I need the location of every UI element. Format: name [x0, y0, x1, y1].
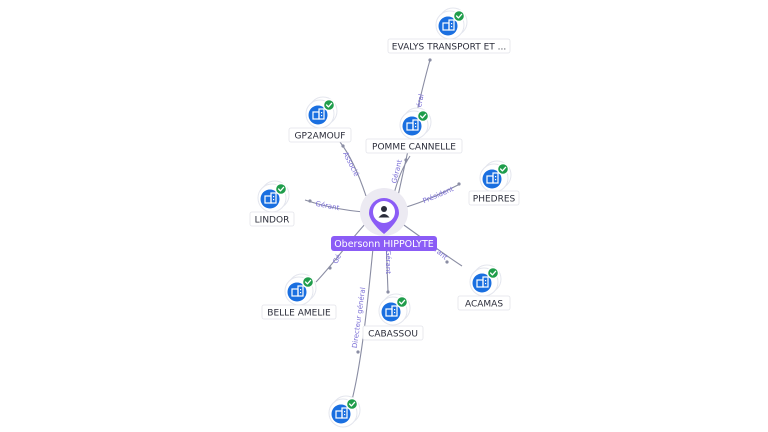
node-label: CABASSOU — [368, 330, 418, 340]
node-label-bg — [362, 325, 424, 341]
edge-arrow — [386, 290, 390, 294]
node-label: PHEDRES — [473, 195, 516, 205]
person-icon — [378, 206, 390, 218]
check-icon — [486, 266, 500, 280]
node-cabassou[interactable]: CABASSOU — [362, 293, 424, 341]
node-evalys[interactable]: EVALYS TRANSPORT ET ... — [387, 7, 511, 54]
node-label-bg — [261, 304, 337, 320]
node-disc — [381, 302, 401, 322]
node-disc — [331, 404, 351, 424]
node-label-bg — [365, 138, 463, 154]
node-label: EVALYS TRANSPORT ET ... — [392, 43, 506, 53]
node-gp2amouf[interactable]: GP2AMOUF — [288, 96, 352, 143]
building-icon — [486, 172, 499, 184]
node-lindor[interactable]: LINDOR — [249, 180, 295, 227]
edge-arrow — [328, 266, 332, 270]
check-icon — [452, 9, 466, 23]
edge-line — [402, 183, 461, 209]
edge-arrow — [428, 58, 432, 62]
node-disc — [438, 16, 458, 36]
check-icon — [345, 397, 359, 411]
node-disc — [472, 273, 492, 293]
edge-gp2amouf: Associé — [339, 141, 367, 197]
check-icon — [416, 109, 430, 123]
node-label-bg — [468, 190, 520, 206]
node-label-bg — [387, 38, 511, 54]
edge-arrow — [308, 199, 312, 203]
nodes-layer: EVALYS TRANSPORT ET ... GP2AMOUF POMME CAN… — [249, 7, 520, 428]
edge-phedres: Président — [402, 182, 461, 209]
center-node[interactable]: Obersonn HIPPOLYTE — [331, 188, 437, 251]
check-icon — [322, 98, 336, 112]
node-acamas[interactable]: ACAMAS — [457, 264, 511, 311]
edge-arrow — [341, 144, 345, 148]
building-icon — [406, 119, 419, 131]
building-icon — [335, 407, 348, 419]
node-label: GP2AMOUF — [295, 132, 346, 142]
node-label: BELLE AMELIE — [267, 309, 331, 319]
node-phedres[interactable]: PHEDRES — [468, 160, 520, 206]
edge-arrow — [445, 260, 449, 264]
node-label: POMME CANNELLE — [372, 143, 456, 153]
check-icon — [496, 162, 510, 176]
node-disc — [402, 116, 422, 136]
edge-arrow — [404, 158, 408, 162]
node-label-bg — [457, 295, 511, 311]
building-icon — [312, 108, 325, 120]
node-label: LINDOR — [255, 216, 290, 226]
node-label-bg — [288, 127, 352, 143]
node-label: ACAMAS — [465, 300, 503, 310]
edge-relation-label: Associé — [341, 150, 360, 177]
building-icon — [442, 19, 455, 31]
edge-line — [315, 221, 368, 283]
node-disc — [482, 169, 502, 189]
edge-lindor: Gérant — [304, 199, 365, 213]
node-disc — [308, 105, 328, 125]
node-disc — [287, 282, 307, 302]
edge-arrow — [457, 182, 461, 186]
edge-relation-label: Gérant — [384, 250, 392, 274]
edge-relation-label: Président — [422, 185, 455, 205]
edge-relation-label: Gérant — [315, 200, 340, 212]
building-icon — [476, 276, 489, 288]
building-icon — [385, 305, 398, 317]
node-bottom[interactable] — [328, 395, 361, 428]
node-belle[interactable]: BELLE AMELIE — [261, 273, 337, 320]
node-label-bg — [249, 211, 295, 227]
center-name: Obersonn HIPPOLYTE — [334, 239, 434, 250]
edge-bottom: Directeur général — [351, 237, 375, 401]
check-icon — [301, 275, 315, 289]
check-icon — [274, 182, 288, 196]
center-label-bg — [331, 236, 437, 251]
edge-arrow — [356, 350, 360, 354]
building-icon — [264, 192, 277, 204]
node-pomme[interactable]: POMME CANNELLE — [365, 107, 463, 154]
building-icon — [291, 285, 304, 297]
edge-relation-label: Gé — [331, 253, 343, 265]
check-icon — [395, 295, 409, 309]
edge-belle: Gé — [315, 221, 368, 283]
node-disc — [260, 189, 280, 209]
edge-line — [393, 155, 411, 195]
